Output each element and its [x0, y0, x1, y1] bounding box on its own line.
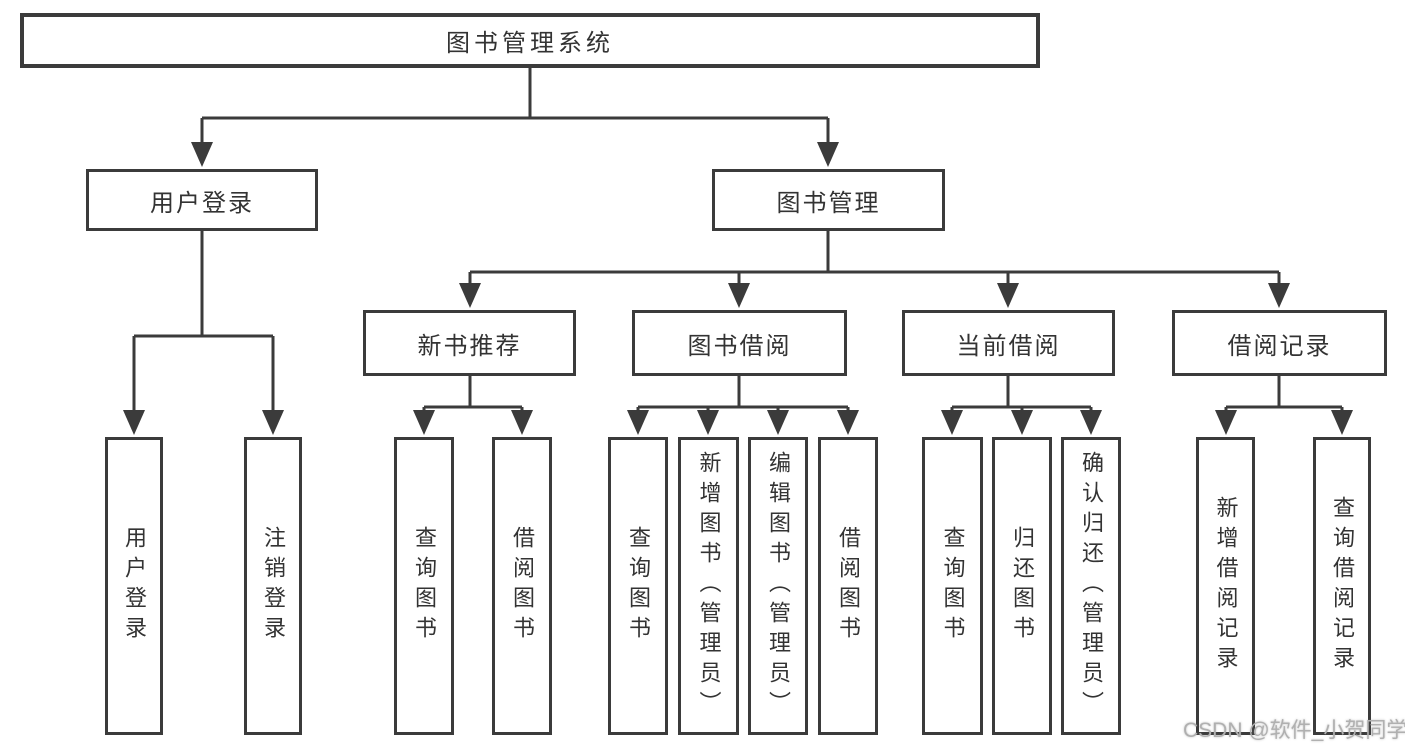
connector-book-borrow-to-leaves: [636, 376, 850, 414]
watermark-text: CSDN @软件_小贺同学: [1183, 719, 1405, 742]
leaf-logout: 注销登录: [244, 437, 302, 735]
leaf-query-borrow-record: 查询借阅记录: [1313, 437, 1371, 735]
arrowhead-icon: [697, 410, 719, 435]
leaf-edit-books-admin: 编辑图书（管理员）: [748, 437, 808, 735]
leaf-query-books-current: 查询图书: [922, 437, 983, 735]
connector-current-borrow-to-leaves: [950, 376, 1093, 414]
node-library-management-system: 图书管理系统: [20, 13, 1040, 68]
arrowhead-icon: [837, 410, 859, 435]
arrowhead-icon: [1268, 283, 1290, 308]
arrowhead-icon: [413, 410, 435, 435]
node-borrowing-records: 借阅记录: [1172, 310, 1387, 376]
leaf-add-books-admin: 新增图书（管理员）: [678, 437, 739, 735]
arrowhead-icon: [1331, 410, 1353, 435]
node-new-book-recommendation: 新书推荐: [363, 310, 576, 376]
arrowhead-icon: [1215, 410, 1237, 435]
leaf-user-login: 用户登录: [105, 437, 163, 735]
arrowhead-icon: [262, 410, 284, 435]
arrowhead-icon: [511, 410, 533, 435]
connector-user-login-to-leaves: [132, 231, 275, 414]
arrowhead-icon: [817, 142, 839, 167]
leaf-query-books-recommend: 查询图书: [394, 437, 454, 735]
arrowhead-icon: [941, 410, 963, 435]
arrowhead-icon: [1011, 410, 1033, 435]
arrowhead-icon: [728, 283, 750, 308]
connector-borrow-records-to-leaves: [1224, 376, 1344, 414]
arrowhead-icon: [459, 283, 481, 308]
connector-root-to-level2: [200, 68, 830, 146]
node-current-borrowing: 当前借阅: [902, 310, 1115, 376]
leaf-query-books-borrowing: 查询图书: [608, 437, 668, 735]
arrowhead-icon: [627, 410, 649, 435]
leaf-borrow-books-recommend: 借阅图书: [492, 437, 552, 735]
arrowhead-icon: [1080, 410, 1102, 435]
leaf-confirm-return-admin: 确认归还（管理员）: [1061, 437, 1121, 735]
leaf-return-books: 归还图书: [992, 437, 1052, 735]
leaf-borrow-books-borrowing: 借阅图书: [818, 437, 878, 735]
node-book-borrowing: 图书借阅: [632, 310, 847, 376]
leaf-add-borrow-record: 新增借阅记录: [1196, 437, 1255, 735]
node-user-login: 用户登录: [86, 169, 318, 231]
node-book-management: 图书管理: [712, 169, 945, 231]
arrowhead-icon: [997, 283, 1019, 308]
connector-book-management-to-level3: [468, 231, 1281, 287]
arrowhead-icon: [123, 410, 145, 435]
arrowhead-icon: [767, 410, 789, 435]
arrowhead-icon: [191, 142, 213, 167]
connector-new-book-to-leaves: [422, 376, 524, 414]
